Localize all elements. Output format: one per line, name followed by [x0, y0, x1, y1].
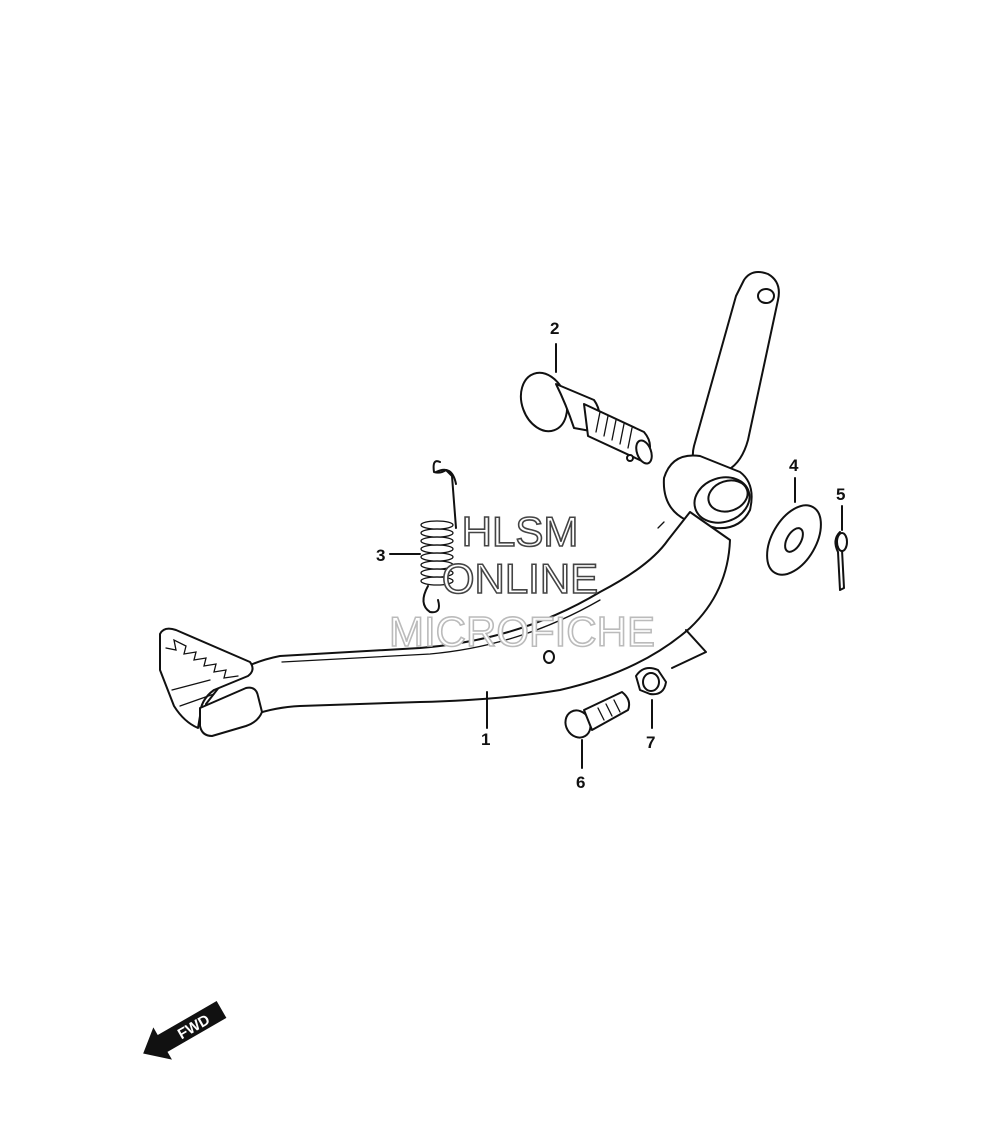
cotter-pin[interactable] — [834, 505, 848, 591]
watermark: HLSM ONLINE MICROFICHE — [388, 507, 656, 656]
callout-3[interactable]: 3 — [376, 546, 385, 565]
return-spring[interactable] — [389, 460, 457, 614]
callout-4[interactable]: 4 — [789, 456, 799, 475]
callout-2[interactable]: 2 — [550, 319, 559, 338]
watermark-line-2: ONLINE — [442, 555, 598, 602]
callout-7[interactable]: 7 — [646, 733, 655, 752]
fwd-arrow-icon: FWD — [143, 1001, 227, 1060]
pivot-bolt[interactable] — [513, 343, 655, 466]
adjuster-bolt[interactable] — [561, 691, 631, 769]
nut[interactable] — [635, 667, 667, 729]
washer[interactable] — [756, 477, 832, 584]
watermark-line-1: HLSM — [462, 508, 579, 555]
brake-pedal-lever[interactable] — [159, 271, 780, 737]
callout-1[interactable]: 1 — [481, 730, 490, 749]
watermark-line-3: MICROFICHE — [389, 608, 655, 655]
callout-6[interactable]: 6 — [576, 773, 585, 792]
callout-5[interactable]: 5 — [836, 485, 845, 504]
